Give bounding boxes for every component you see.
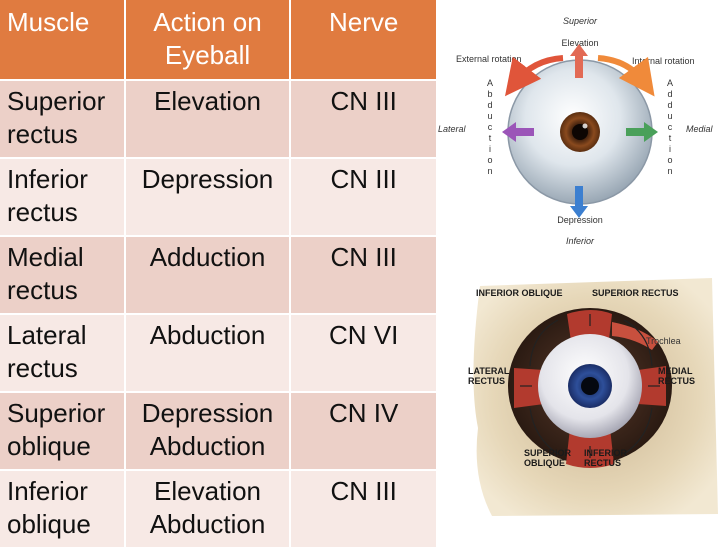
svg-text:Abduction: Abduction (487, 78, 493, 176)
label-elevation: Elevation (561, 38, 598, 48)
label-medial: MEDIAL (658, 366, 693, 376)
muscle-cell: Inferior rectus (0, 159, 126, 237)
label-superior-rectus: SUPERIOR RECTUS (592, 288, 679, 298)
arrow-abduction (502, 122, 534, 142)
nerve-cell: CN III (291, 237, 438, 315)
action-cell: Adduction (125, 237, 292, 315)
label-rectus-medial: RECTUS (658, 376, 695, 386)
rotation-arrows (520, 314, 660, 458)
nerve-cell: CN IV (291, 393, 438, 471)
pupil-highlight (582, 123, 588, 129)
label-trochlea: Trochlea (646, 336, 681, 346)
arrow-elevation (570, 44, 588, 78)
label-inferior: Inferior (566, 236, 595, 246)
action-cell: Abduction (125, 315, 292, 393)
label-lateral: LATERAL (468, 366, 510, 376)
header-muscle: Muscle (0, 0, 126, 81)
label-internal-rotation: Internal rotation (632, 56, 695, 66)
table-row: Superior rectus Elevation CN III (0, 81, 438, 159)
nerve-cell: CN VI (291, 315, 438, 393)
arrow-adduction (626, 122, 658, 142)
svg-text:Adduction: Adduction (667, 78, 673, 176)
muscle-cell: Medial rectus (0, 237, 126, 315)
muscle-cell: Superior rectus (0, 81, 126, 159)
label-superior: Superior (563, 16, 598, 26)
orbit-pupil (581, 377, 599, 395)
label-superior-oblique-2: OBLIQUE (524, 458, 565, 468)
header-nerve: Nerve (291, 0, 438, 81)
label-inferior-rectus-2: RECTUS (584, 458, 621, 468)
label-inferior-rectus-1: INFERIOR (584, 448, 628, 458)
table-row: Lateral rectus Abduction CN VI (0, 315, 438, 393)
muscle-cell: Inferior oblique (0, 471, 126, 549)
nerve-cell: CN III (291, 81, 438, 159)
muscle-cell: Lateral rectus (0, 315, 126, 393)
muscle-lateral-rectus (514, 368, 544, 408)
orbit-muscle-diagram: INFERIOR OBLIQUE SUPERIOR RECTUS Trochle… (468, 278, 718, 516)
arrow-depression (570, 186, 588, 218)
label-inferior-oblique: INFERIOR OBLIQUE (476, 288, 563, 298)
arrow-external-rotation (504, 55, 564, 97)
nerve-cell: CN III (291, 159, 438, 237)
label-superior-oblique-1: SUPERIOR (524, 448, 572, 458)
label-lateral: Lateral (438, 124, 467, 134)
label-external-rotation: External rotation (456, 54, 522, 64)
table-row: Medial rectus Adduction CN III (0, 237, 438, 315)
action-cell: Elevation (125, 81, 292, 159)
table-row: Inferior rectus Depression CN III (0, 159, 438, 237)
action-cell: Depression (125, 159, 292, 237)
muscle-cell: Superior oblique (0, 393, 126, 471)
label-medial: Medial (686, 124, 714, 134)
label-rectus-lateral: RECTUS (468, 376, 505, 386)
eye-movement-diagram: Superior Elevation External rotation Int… (438, 16, 714, 246)
label-depression: Depression (557, 215, 603, 225)
arrow-internal-rotation (597, 55, 655, 97)
nerve-cell: CN III (291, 471, 438, 549)
